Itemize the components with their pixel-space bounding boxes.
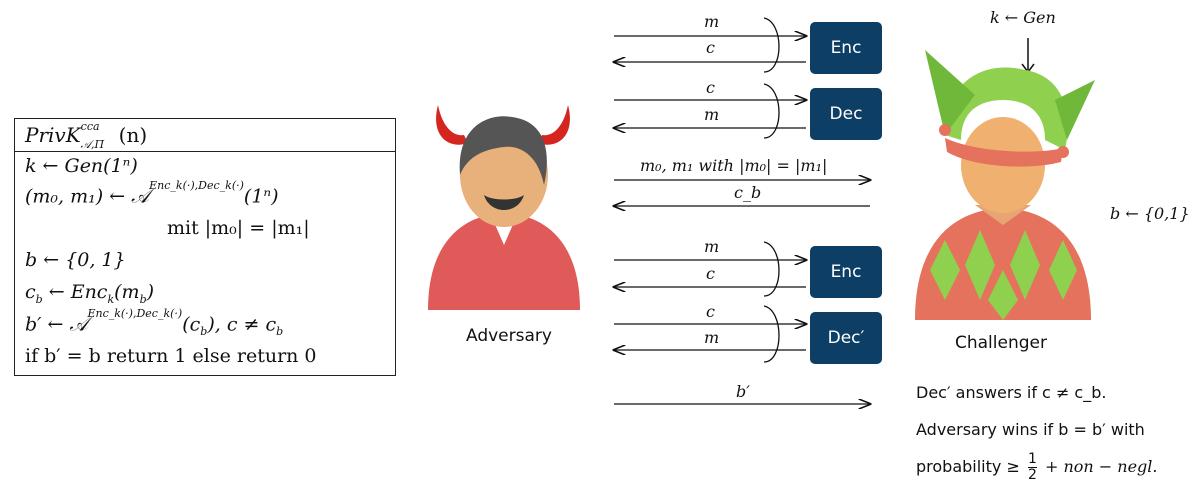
exp-close: ) — [146, 281, 155, 303]
exp-cb-sub: b — [35, 292, 43, 306]
note-win-line1: Adversary wins if b = b′ with — [916, 420, 1145, 439]
loop-enc1 — [763, 17, 780, 73]
exp-guess-adv: b′ ← 𝒜 — [25, 313, 88, 336]
label-enc2-top: m — [704, 237, 720, 256]
exp-line-bit: b ← {0, 1} — [25, 249, 126, 271]
title-sup: cca — [80, 120, 100, 133]
exp-guess-sub: b — [200, 325, 208, 339]
adversary-beard — [484, 195, 524, 210]
label-enc2-bottom: c — [706, 264, 715, 283]
exp-adv-call: (m₀, m₁) ← 𝒜 — [25, 185, 150, 208]
adversary-hair — [459, 116, 547, 185]
shirt-diamonds — [930, 230, 1077, 320]
hat-tip-left — [925, 50, 975, 135]
label-challenge-top: m₀, m₁ with |m₀| = |m₁| — [640, 156, 828, 175]
exp-guess-cond-sub: b — [276, 325, 284, 339]
challenger-shirt — [915, 208, 1091, 320]
note-dec-prime: Dec′ answers if c ≠ c_b. — [916, 383, 1107, 402]
label-guess: b′ — [736, 382, 750, 401]
loop-dec1 — [763, 83, 780, 139]
exp-cb: c — [25, 281, 36, 303]
bit-sample-label: b ← {0,1} — [1110, 204, 1190, 223]
exp-oracle-sup: Enc_k(·),Dec_k(·) — [149, 179, 244, 192]
note-fraction: 1 2 — [1027, 451, 1037, 483]
exp-line-challenge: (m₀, m₁) ← 𝒜Enc_k(·),Dec_k(·)(1ⁿ) — [25, 179, 279, 208]
title-sub: 𝒜,Π — [80, 138, 105, 151]
label-dec2-bottom: m — [704, 328, 720, 347]
title-arg: (n) — [118, 123, 148, 147]
oracle-dec-prime: Dec′ — [810, 312, 882, 364]
exp-guess-sup: Enc_k(·),Dec_k(·) — [87, 307, 183, 320]
left-horn — [436, 105, 468, 145]
exp-line-guess: b′ ← 𝒜Enc_k(·),Dec_k(·)(cb), c ≠ cb — [25, 307, 284, 339]
exp-mb-sub: b — [139, 292, 147, 306]
jester-hat — [945, 67, 1068, 150]
note-prob: probability ≥ — [916, 457, 1020, 476]
message-arrows — [600, 17, 900, 420]
loop-dec2 — [763, 305, 780, 363]
oracle-enc-2: Enc — [810, 246, 882, 298]
exp-line-keygen: k ← Gen(1ⁿ) — [25, 155, 138, 177]
label-dec1-top: c — [706, 78, 715, 97]
note-win-line2: probability ≥ 1 2 + non − negl. — [916, 452, 1158, 483]
challenger-label: Challenger — [955, 333, 1047, 353]
challenger-jester-icon — [915, 50, 1095, 320]
exp-enc: ← Enc — [42, 281, 108, 303]
note-nonnegl: + non − negl. — [1044, 457, 1158, 476]
exp-line-output: if b′ = b return 1 else return 0 — [25, 345, 317, 367]
adversary-shirt — [428, 213, 580, 310]
fraction-num: 1 — [1027, 451, 1037, 468]
adversary-label: Adversary — [466, 326, 552, 346]
exp-adv-arg: (1ⁿ) — [243, 185, 279, 208]
label-dec2-top: c — [706, 302, 715, 321]
title-main: PrivK — [25, 123, 81, 147]
exp-enc-sub: k — [107, 292, 115, 306]
hat-tip-right — [1055, 80, 1095, 140]
label-dec1-bottom: m — [704, 105, 720, 124]
exp-line-encrypt: cb ← Enck(mb) — [25, 281, 154, 306]
exp-mb: (m — [114, 281, 140, 303]
exp-guess-arg: (c — [182, 313, 201, 336]
fraction-den: 2 — [1027, 467, 1037, 483]
exp-line-constraint: mit |m₀| = |m₁| — [167, 217, 310, 239]
loop-enc2 — [763, 241, 780, 297]
label-enc1-top: m — [704, 12, 720, 31]
hat-band — [945, 138, 1063, 167]
exp-guess-cond: ), c ≠ c — [207, 313, 277, 336]
right-horn — [538, 105, 570, 145]
label-enc1-bottom: c — [706, 38, 715, 57]
hat-bell-left — [939, 124, 951, 136]
label-challenge-bottom: c_b — [734, 183, 762, 202]
keygen-label: k ← Gen — [990, 8, 1056, 27]
hat-bell-right — [1057, 146, 1069, 158]
oracle-enc-1: Enc — [810, 22, 882, 74]
oracle-dec-1: Dec — [810, 88, 882, 140]
adversary-devil-icon — [428, 105, 580, 310]
